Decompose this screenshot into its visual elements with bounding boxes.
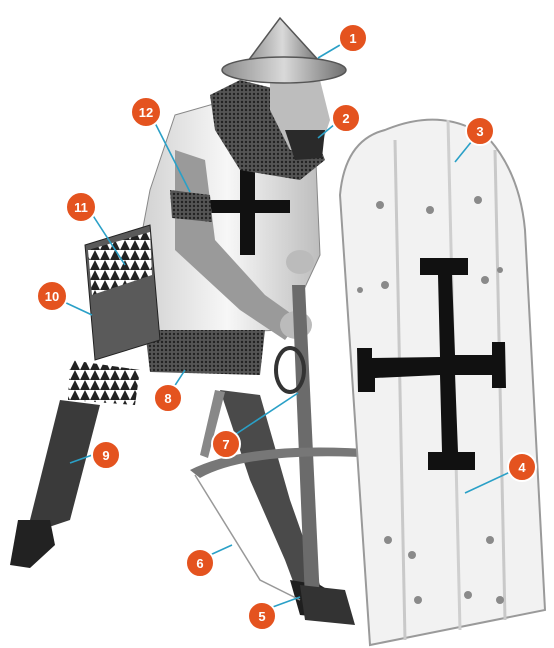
- callout-3-label: 3: [476, 124, 483, 139]
- callout-5-label: 5: [258, 609, 265, 624]
- callout-5: 5: [248, 602, 276, 630]
- pavise: [340, 120, 545, 645]
- callout-2-label: 2: [342, 111, 349, 126]
- leader-line-5: [270, 597, 300, 608]
- callout-4-label: 4: [518, 460, 526, 475]
- callout-11-label: 11: [74, 200, 88, 215]
- callout-11: 11: [66, 192, 96, 222]
- callout-4: 4: [508, 453, 536, 481]
- callout-12-label: 12: [139, 105, 153, 120]
- callout-6: 6: [186, 549, 214, 577]
- callout-7: 7: [212, 430, 240, 458]
- callout-7-label: 7: [222, 437, 229, 452]
- callout-10-label: 10: [45, 289, 59, 304]
- callout-3: 3: [466, 117, 494, 145]
- callout-1-label: 1: [349, 31, 356, 46]
- callout-1: 1: [339, 24, 367, 52]
- checked-hose: [68, 360, 140, 405]
- callout-8-label: 8: [164, 391, 171, 406]
- rear-shoe: [10, 520, 55, 568]
- callout-9-label: 9: [102, 448, 109, 463]
- callout-6-label: 6: [196, 556, 203, 571]
- rear-leg: [30, 400, 100, 530]
- mail-skirt-shape: [145, 330, 265, 375]
- callout-9: 9: [92, 441, 120, 469]
- upper-hand: [286, 250, 314, 274]
- callout-8: 8: [154, 384, 182, 412]
- leader-line-10: [62, 301, 92, 315]
- callout-12: 12: [131, 97, 161, 127]
- leader-line-1: [318, 45, 340, 58]
- leader-line-6: [210, 545, 232, 555]
- callout-2: 2: [332, 104, 360, 132]
- callout-10: 10: [37, 281, 67, 311]
- helmet-brim: [222, 57, 346, 83]
- crossbow-stirrup-shape: [300, 585, 355, 625]
- armband-shape: [170, 190, 212, 222]
